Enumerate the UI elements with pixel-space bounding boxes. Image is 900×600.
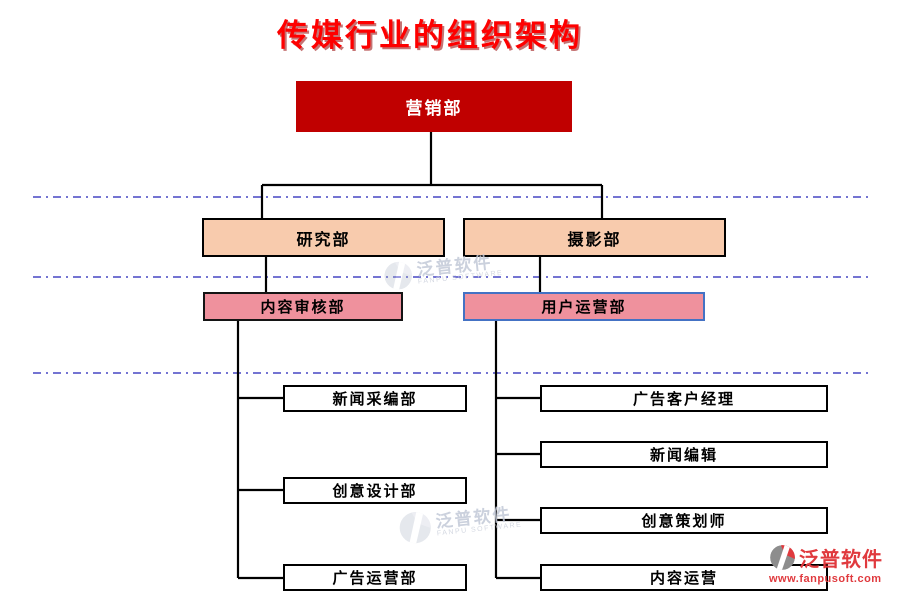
org-node-creative-design: 创意设计部 [283,477,467,504]
org-node-ad-operations: 广告运营部 [283,564,467,591]
org-node-label: 创意设计部 [332,484,418,500]
org-node-label: 创意策划师 [641,514,727,530]
chart-title: 传媒行业的组织架构 [277,18,583,53]
org-node-ad-account-manager: 广告客户经理 [540,385,828,412]
org-node-label: 营销部 [405,99,463,118]
fanpu-logo-icon [770,545,795,570]
brand-name-text: 泛普软件 [799,549,883,571]
org-node-label: 摄影部 [567,231,622,249]
org-node-creative-planner: 创意策划师 [540,507,828,534]
org-node-label: 用户运营部 [541,300,627,316]
divider-lines [33,196,872,374]
org-node-research: 研究部 [202,218,445,257]
org-node-label: 广告客户经理 [632,392,735,408]
org-node-label: 广告运营部 [332,571,418,587]
org-node-marketing: 营销部 [296,81,572,132]
org-node-label: 新闻采编部 [332,392,418,408]
org-node-photography: 摄影部 [463,218,726,257]
org-node-label: 内容审核部 [260,300,346,316]
org-node-label: 内容运营 [649,571,718,587]
org-node-news-editor: 新闻编辑 [540,441,828,468]
org-node-label: 研究部 [296,231,351,249]
watermark-corner: 泛普软件 www.fanpusoft.com [769,543,899,585]
brand-url-text: www.fanpusoft.com [769,573,882,585]
org-node-content-review: 内容审核部 [203,292,403,321]
org-node-label: 新闻编辑 [649,448,718,464]
org-node-news-gathering: 新闻采编部 [283,385,467,412]
org-connectors [236,132,604,580]
org-node-user-operations: 用户运营部 [463,292,705,321]
